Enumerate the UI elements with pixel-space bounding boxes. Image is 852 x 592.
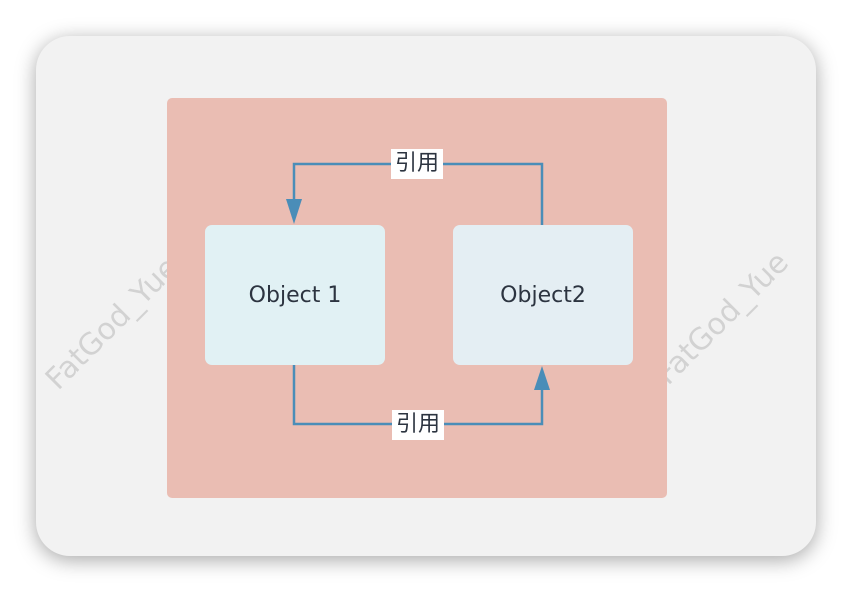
edge-label-bottom: 引用 — [392, 410, 445, 440]
node-object-1: Object 1 — [205, 225, 385, 365]
edge-label-top: 引用 — [391, 149, 444, 179]
node-object-2: Object2 — [453, 225, 633, 365]
arrowhead-into-object1 — [286, 199, 302, 224]
arrowhead-into-object2 — [534, 366, 550, 390]
